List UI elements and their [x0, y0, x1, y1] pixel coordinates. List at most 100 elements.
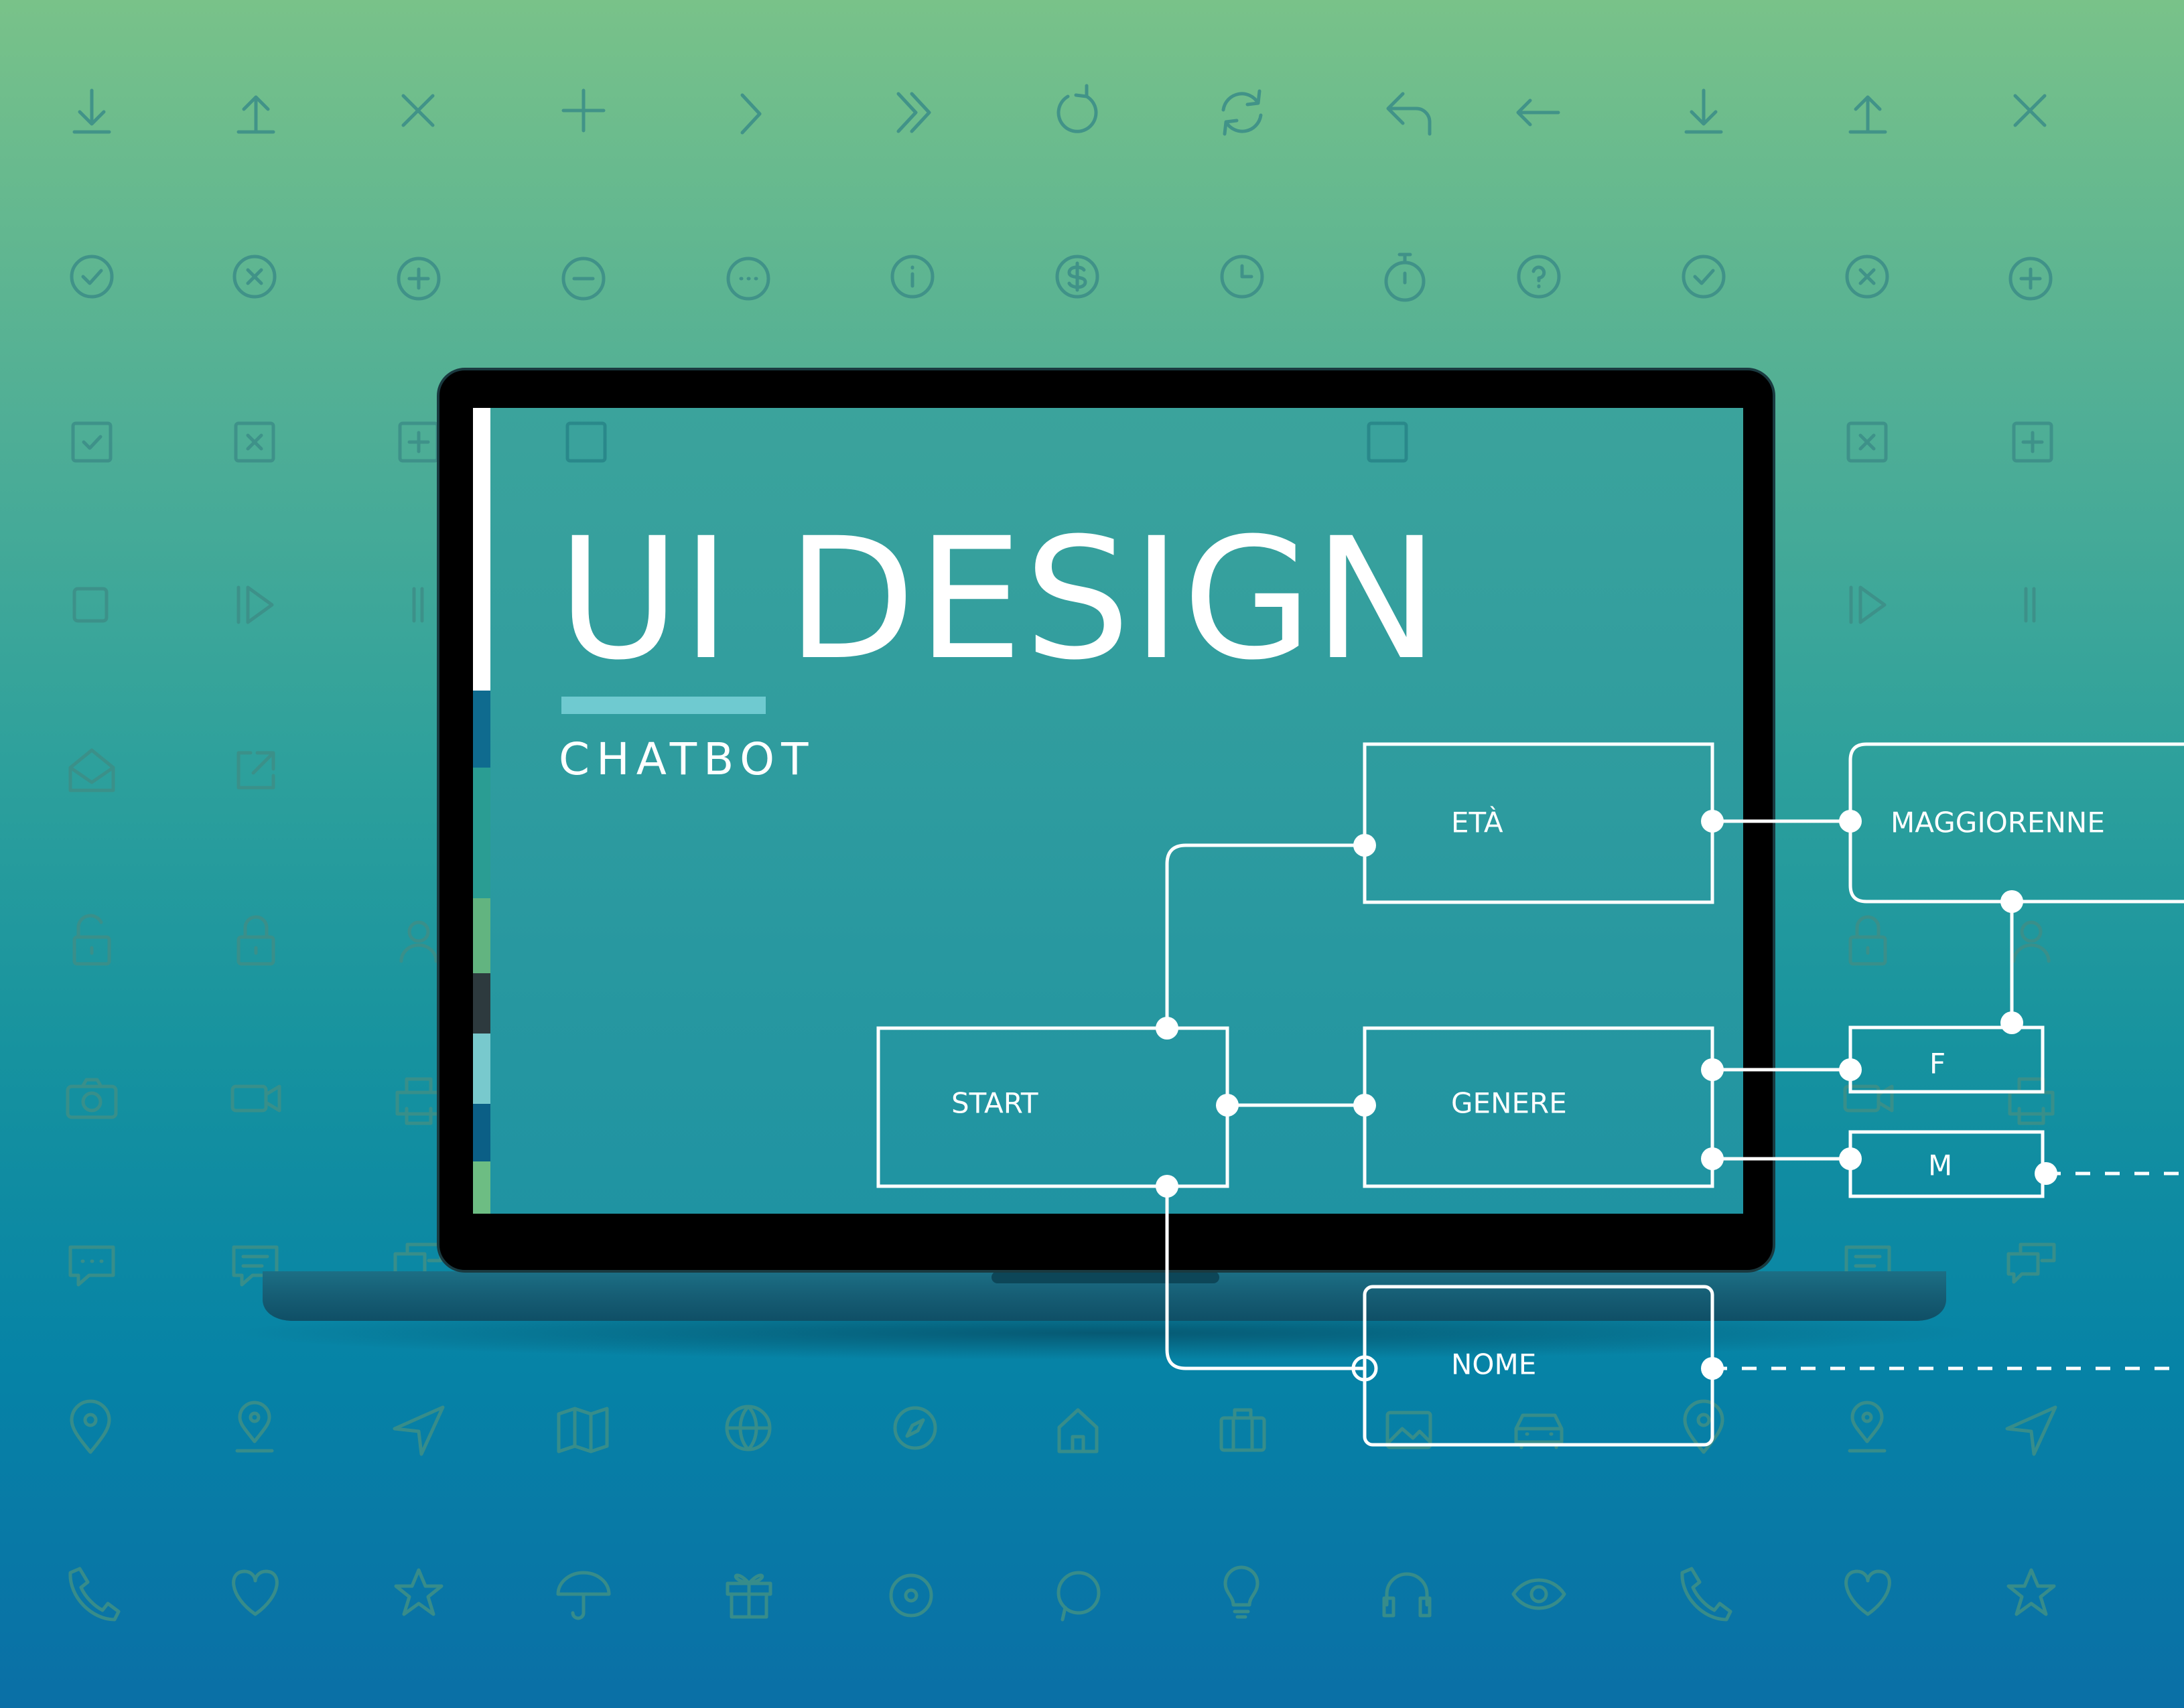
stop-icon: [72, 587, 109, 623]
map-pin-icon: [1683, 1399, 1724, 1454]
reply-icon: [1386, 92, 1432, 136]
chevron-right-icon: [740, 93, 762, 135]
hero-title: UI DESIGN: [557, 502, 1440, 697]
download-icon: [1684, 88, 1723, 134]
camera-icon: [66, 1078, 118, 1119]
skip-icon: [1849, 585, 1887, 624]
check-circle-icon: [70, 255, 114, 299]
external-link-icon: [236, 751, 275, 790]
dot: [1701, 1147, 1724, 1170]
message-icon: [232, 1245, 279, 1287]
pause-icon: [2024, 587, 2036, 623]
node-label-maggiorenne: MAGGIORENNE: [1891, 806, 2105, 839]
node-eta: [1363, 742, 1714, 904]
node-label-m: M: [1928, 1149, 1953, 1182]
close-circle-icon: [1845, 255, 1889, 299]
dot: [1839, 810, 1862, 833]
speech-bubble-icon: [1056, 1571, 1101, 1622]
close-circle-icon: [232, 255, 277, 299]
umbrella-icon: [556, 1571, 611, 1620]
info-circle-icon: [890, 255, 935, 299]
lock-icon: [1848, 915, 1887, 966]
dollar-circle-icon: [1055, 255, 1099, 299]
double-chevron-icon: [896, 92, 931, 133]
strip-dark: [473, 973, 490, 1034]
eye-icon: [1511, 1578, 1566, 1610]
refresh-icon: [1056, 84, 1098, 133]
unlock-icon: [72, 914, 111, 966]
connector-dots: [1156, 810, 2057, 1380]
close-square-icon: [234, 421, 275, 463]
home-icon: [1057, 1408, 1099, 1453]
dot: [1156, 1175, 1178, 1198]
strip-blue: [473, 1104, 490, 1161]
more-circle-icon: [726, 257, 770, 301]
globe-icon: [725, 1405, 772, 1451]
plus-circle-icon: [2008, 257, 2053, 301]
target-icon: [889, 1573, 933, 1618]
user-icon: [2012, 920, 2051, 963]
node-start: [876, 1026, 1229, 1188]
laptop-base: [263, 1271, 1946, 1321]
strip-teal: [473, 768, 490, 898]
sync-icon: [1221, 89, 1263, 136]
strip-dark-blue: [473, 691, 490, 768]
dot: [1839, 1147, 1862, 1170]
dot: [1216, 1094, 1239, 1117]
plus-icon: [561, 88, 606, 133]
user-icon: [399, 920, 438, 963]
connector-start-nome: [1165, 1186, 1365, 1370]
heart-icon: [232, 1569, 279, 1616]
mail-icon: [68, 748, 115, 792]
node-label-start: START: [951, 1086, 1038, 1120]
dot: [1353, 834, 1376, 857]
phone-icon: [68, 1567, 121, 1622]
check-circle-icon: [1682, 255, 1726, 299]
star-icon: [2006, 1568, 2056, 1616]
clock-icon: [1220, 255, 1264, 299]
stopwatch-icon: [1384, 253, 1426, 302]
chat-icon: [68, 1245, 115, 1287]
plus-circle-icon: [397, 257, 441, 301]
arrow-left-icon: [1516, 98, 1560, 127]
heart-icon: [1844, 1569, 1891, 1616]
close-square-icon: [1846, 421, 1888, 463]
navigation-icon: [393, 1405, 445, 1456]
close-icon: [2013, 94, 2047, 127]
strip-green-bottom: [473, 1161, 490, 1214]
bulb-icon: [1223, 1565, 1259, 1619]
video-icon: [230, 1084, 281, 1113]
laptop-screen: [473, 408, 1743, 1214]
node-label-eta: ETÀ: [1451, 806, 1503, 839]
strip-light-teal: [473, 1034, 490, 1104]
phone-icon: [1680, 1567, 1732, 1622]
compass-icon: [893, 1406, 937, 1450]
gift-icon: [726, 1573, 772, 1619]
chats-icon: [2006, 1242, 2056, 1284]
headphones-icon: [1382, 1572, 1432, 1618]
star-icon: [394, 1568, 443, 1616]
plus-square-icon: [2012, 421, 2053, 463]
node-label-nome: NOME: [1451, 1348, 1537, 1381]
location-icon: [235, 1401, 274, 1453]
laptop-hinge-notch: [992, 1271, 1219, 1283]
dot: [1701, 1058, 1724, 1081]
dot: [1839, 1058, 1862, 1081]
dot: [1156, 1017, 1178, 1040]
dot: [2000, 1011, 2023, 1034]
strip-green: [473, 898, 490, 973]
location-icon: [1848, 1401, 1887, 1453]
strip-white: [473, 408, 490, 691]
upload-icon: [236, 95, 275, 134]
image-icon: [1385, 1411, 1432, 1449]
download-icon: [72, 88, 111, 134]
briefcase-icon: [1219, 1408, 1266, 1452]
node-f: [1848, 1025, 2045, 1094]
skip-icon: [236, 585, 274, 624]
title-underline: [561, 697, 766, 714]
dot: [1353, 1094, 1376, 1117]
upload-icon: [1848, 95, 1887, 134]
help-circle-icon: [1517, 255, 1561, 299]
